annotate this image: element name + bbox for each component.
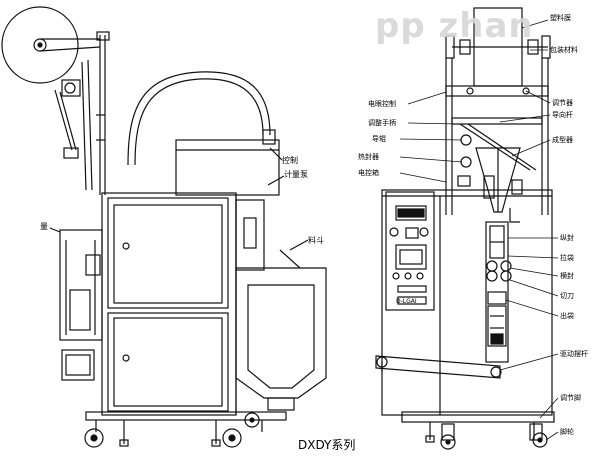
- caster-left-2: [222, 428, 242, 448]
- base-frame-left: [85, 411, 287, 447]
- base-frame-right: [401, 411, 555, 443]
- label-metering-pump: 计量泵: [284, 170, 308, 179]
- leader-hopper: [289, 239, 309, 251]
- film-frame-left: [54, 31, 110, 195]
- caster-left-1: [84, 428, 104, 448]
- label-film-roll: 塑料膜: [550, 14, 571, 22]
- label-film-material: 包装材料: [550, 46, 578, 54]
- side-column-left: [49, 227, 103, 381]
- main-cabinet-left: [101, 192, 265, 416]
- label-guide-rod: 导向杆: [552, 111, 573, 119]
- film-roll-left: [1, 6, 101, 84]
- caster-right-1: [440, 423, 456, 450]
- metering-pump-box: [175, 139, 280, 196]
- label-caster: 脚轮: [560, 428, 574, 436]
- leader-controller: [269, 147, 283, 161]
- label-photo-switch: 电眼控制: [368, 100, 396, 108]
- leader-lines-right: [399, 19, 559, 441]
- sealing-assembly: [485, 221, 512, 363]
- bag-former: [475, 147, 523, 223]
- label-control-box: 电控箱: [358, 169, 379, 177]
- caster-left-3: [244, 412, 260, 428]
- label-drive-lever: 驱动摆杆: [560, 350, 588, 358]
- label-horizontal-seal: 横封: [560, 272, 574, 280]
- label-hopper: 料斗: [308, 236, 324, 245]
- label-heat-seal: 热封器: [358, 153, 379, 161]
- label-adjust-hand: 调整手柄: [368, 119, 396, 127]
- film-roll-right: [445, 7, 551, 87]
- feed-tube-left: [127, 71, 276, 166]
- label-bag-former: 成型器: [552, 136, 573, 144]
- body-right: [381, 189, 553, 416]
- label-clamp-device: 调节器: [552, 99, 573, 107]
- label-pull-bag: 拉袋: [560, 254, 574, 262]
- control-panel: [385, 191, 435, 311]
- label-controller: 控制: [282, 156, 298, 165]
- frame-right: [445, 58, 549, 215]
- caster-right-2: [529, 423, 548, 448]
- label-side-mark: 量: [40, 222, 48, 231]
- series-label: DXDY系列: [298, 438, 356, 452]
- hopper-left: [235, 249, 327, 411]
- label-adjust-foot: 调节脚: [560, 394, 581, 402]
- drive-lever: [375, 355, 502, 379]
- label-vertical-seal: 纵封: [560, 234, 574, 242]
- panel-nameplate: D-LGAI: [396, 298, 417, 305]
- leader-pump: [267, 175, 285, 186]
- label-cutter: 切刀: [560, 292, 574, 300]
- watermark: pp zhan: [375, 6, 534, 46]
- label-guide-roll: 导辊: [372, 135, 386, 143]
- label-bag-out: 出袋: [560, 312, 574, 320]
